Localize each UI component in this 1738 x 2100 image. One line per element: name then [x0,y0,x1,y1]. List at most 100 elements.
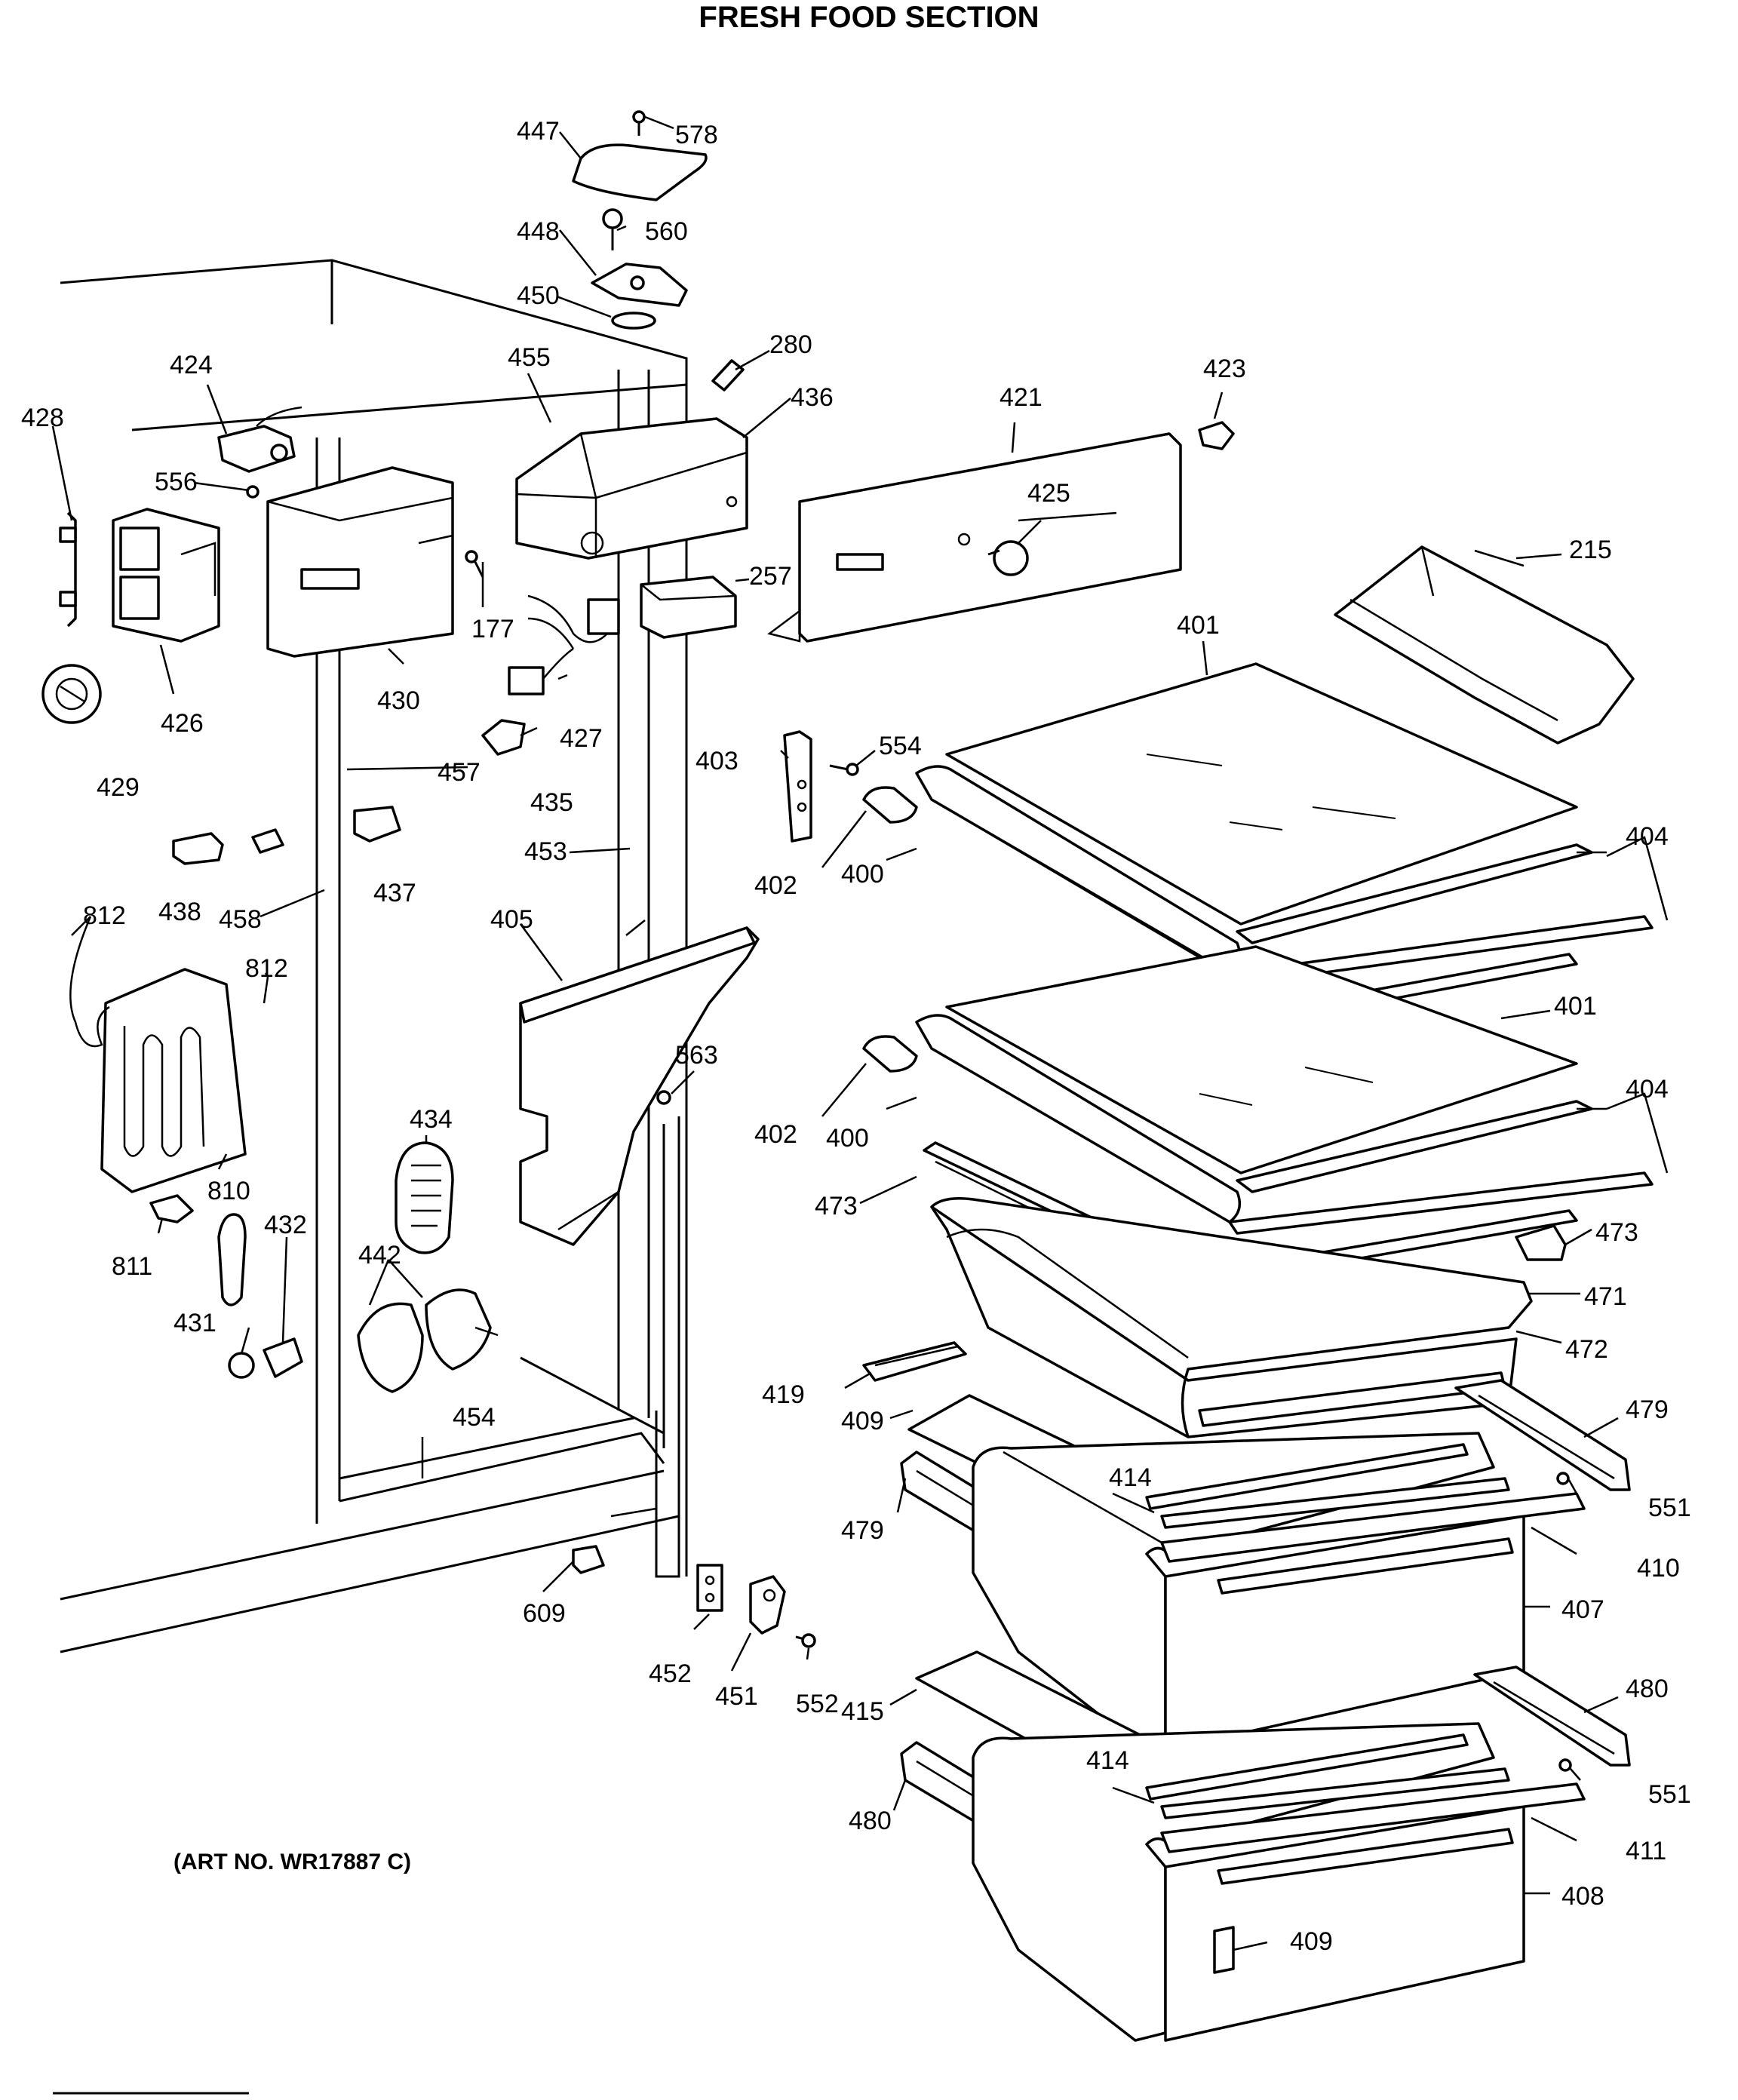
label-453: 453 [524,837,567,866]
label-455: 455 [508,343,551,372]
glass-shelf-401-upper [945,662,1578,926]
shelf-frame-400-lower [915,1014,1242,1223]
label-177: 177 [471,615,514,643]
control-panel-421 [767,432,1182,643]
hinge-451 [749,1575,786,1635]
hinge-cover-447 [572,143,708,201]
label-409-lower: 409 [1290,1927,1333,1956]
slide-479-right [1454,1379,1631,1491]
trim-414-upper [1145,1443,1510,1529]
label-419: 419 [762,1380,805,1409]
label-430: 430 [377,686,420,715]
shelf-bracket-402-lower [862,1035,918,1073]
air-duct-426 [112,508,220,643]
label-436: 436 [791,383,834,412]
label-400-upper: 400 [841,860,884,889]
rail-419 [862,1341,967,1382]
screw-578 [632,110,646,136]
label-257: 257 [749,562,792,591]
clip-428 [59,511,77,628]
control-housing-430 [266,466,454,658]
label-556: 556 [155,468,198,496]
label-411: 411 [1626,1837,1666,1865]
label-551-lower: 551 [1648,1780,1691,1809]
label-454: 454 [453,1403,496,1432]
label-551-upper: 551 [1648,1494,1691,1522]
label-408: 408 [1561,1882,1604,1911]
label-812-right: 812 [245,954,288,983]
part-labels: 447 578 448 560 450 280 455 436 421 423 … [21,117,1691,1956]
lamp-423 [1198,421,1235,450]
screw-177 [465,550,484,578]
slide-480-right [1473,1666,1631,1767]
art-number: (ART NO. WR17887 C) [173,1850,411,1874]
label-479-right: 479 [1626,1395,1669,1424]
label-414-upper: 414 [1109,1463,1152,1492]
screw-556 [246,485,259,499]
label-448: 448 [517,217,560,246]
label-435: 435 [530,788,573,817]
label-473-right: 473 [1595,1218,1638,1247]
label-423: 423 [1203,355,1246,383]
wiring-427 [508,594,620,695]
crisper-pan-471-472 [930,1197,1533,1438]
hinge-448 [591,262,688,307]
label-479-left: 479 [841,1516,884,1545]
screw-551-lower [1558,1758,1572,1772]
label-401-upper: 401 [1177,611,1220,640]
label-414-lower: 414 [1086,1746,1129,1775]
wire-812-left [69,916,110,1048]
label-280: 280 [769,330,812,359]
grommet-431-cap [217,1213,247,1306]
label-471: 471 [1584,1282,1627,1311]
knob-425 [987,540,1029,576]
label-431: 431 [173,1309,216,1337]
label-410: 410 [1637,1554,1680,1583]
connector-435 [481,719,526,756]
label-409-upper: 409 [841,1407,884,1435]
label-402-upper: 402 [754,871,797,900]
bushing-280 [711,359,745,391]
label-434: 434 [410,1105,453,1134]
label-452: 452 [649,1659,692,1688]
shelf-bracket-402-upper [862,786,918,824]
label-811: 811 [112,1252,152,1281]
label-427: 427 [560,724,603,753]
shelf-trim-404-lower [1228,1100,1654,1269]
housing-436 [515,417,748,560]
label-404-upper: 404 [1626,822,1669,851]
button-438 [172,832,224,865]
part-424 [217,406,302,473]
label-563: 563 [675,1041,718,1070]
bin-215 [1334,545,1635,745]
screw-560 [602,208,623,250]
shelf-support-405 [519,926,760,1246]
screw-563 [656,1090,671,1105]
label-578: 578 [675,121,718,149]
screw-551-upper [1556,1472,1570,1485]
label-457: 457 [438,758,481,787]
label-560: 560 [645,217,688,246]
label-473-left: 473 [815,1192,858,1220]
label-215: 215 [1569,536,1612,564]
shelf-bracket-403 [783,730,812,843]
wire-812-right [263,976,269,1004]
label-552: 552 [796,1690,839,1718]
socket-429 [41,664,102,724]
label-403: 403 [696,747,738,775]
trim-414-lower [1145,1733,1510,1819]
label-458: 458 [219,905,262,934]
hinge-pin-609 [572,1545,605,1574]
label-432: 432 [264,1211,307,1239]
fan-motor-442 [357,1288,499,1393]
drawer-407-upper [972,1432,1586,1752]
glass-shelf-401-lower [945,945,1578,1174]
label-812-left: 812 [83,901,126,930]
heater-810 [100,968,247,1193]
label-429: 429 [97,773,140,802]
label-442: 442 [358,1241,401,1270]
plate-452 [696,1564,723,1612]
label-810: 810 [207,1177,250,1205]
label-407: 407 [1561,1595,1604,1624]
